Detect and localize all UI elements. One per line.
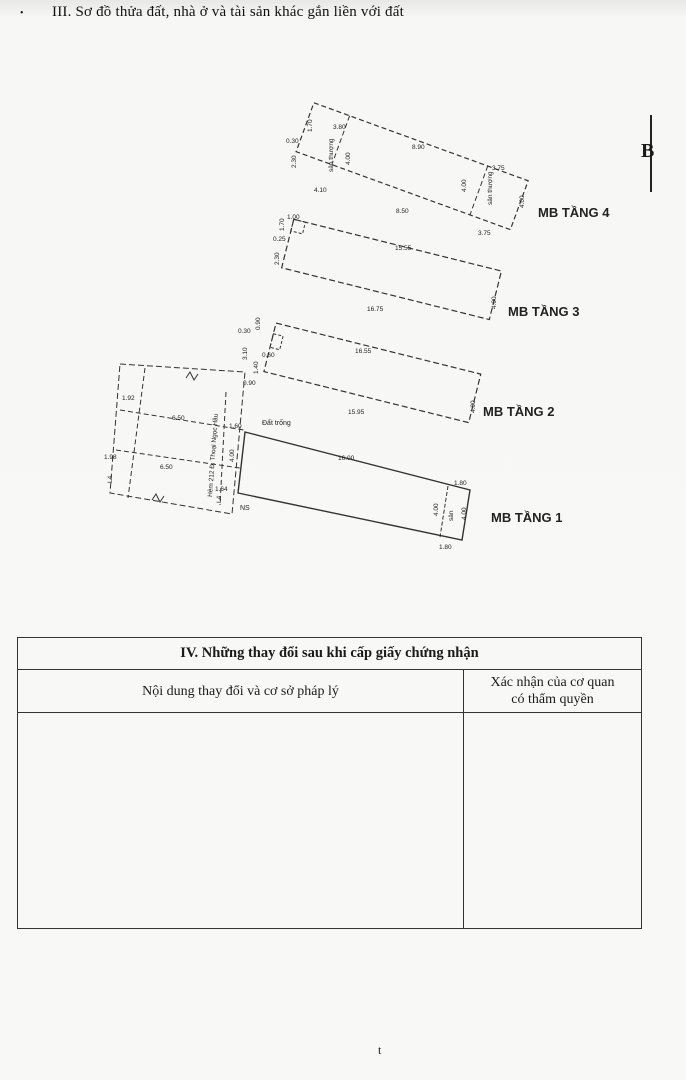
dim-text: 6.50 — [172, 415, 185, 422]
column-header-confirmation-line1: Xác nhận của cơ quan — [490, 675, 615, 690]
dim-text: 1.92 — [122, 395, 135, 402]
dim-text: 0.25 — [273, 236, 286, 243]
dim-text: 0.90 — [255, 317, 262, 330]
dim-text: 4.00 — [461, 507, 468, 520]
floor-label-2: MB TẦNG 2 — [483, 404, 555, 419]
dim-text: 16.00 — [338, 455, 355, 462]
dim-text: 1.60 — [229, 423, 242, 430]
bullet-mark: • — [20, 8, 24, 19]
north-label: B — [641, 140, 655, 162]
room-label: sân — [448, 510, 455, 521]
column-header-confirmation: Xác nhận của cơ quan có thẩm quyền — [463, 669, 642, 713]
dim-text: 15.55 — [395, 245, 412, 252]
dim-text: 4.10 — [314, 187, 327, 194]
dim-text: 6.50 — [160, 464, 173, 471]
dim-text: 1.70 — [279, 218, 286, 231]
dim-text: 1.80 — [439, 544, 452, 551]
dim-text: 1.70 — [307, 119, 314, 132]
dim-text: 4.00 — [345, 152, 352, 165]
dim-text: 2.30 — [274, 252, 281, 265]
dim-text: 1.40 — [253, 361, 260, 374]
floor-plan-drawing: 3.80 0.30 1.70 2.30 4.10 4.00 8.90 8.50 … — [104, 102, 652, 551]
confirmation-cell — [463, 712, 642, 929]
note-text: NS — [240, 505, 250, 512]
floor-label-4: MB TẦNG 4 — [538, 205, 610, 220]
dim-text: 1.00 — [287, 214, 300, 221]
dim-text: 16.75 — [367, 306, 384, 313]
dim-text: 4.00 — [519, 195, 526, 208]
dim-text: L4 — [216, 495, 223, 503]
dim-text: 3.80 — [333, 124, 346, 131]
room-label: sân thượng — [487, 171, 494, 205]
dim-text: 16.55 — [355, 348, 372, 355]
dim-text: 8.50 — [396, 208, 409, 215]
floor-4-plan — [295, 102, 529, 231]
dim-text: 3.75 — [478, 230, 491, 237]
column-header-content: Nội dung thay đổi và cơ sở pháp lý — [17, 669, 464, 713]
section-title: III. Sơ đồ thửa đất, nhà ở và tài sản kh… — [52, 4, 404, 20]
dim-text: 0.30 — [238, 328, 251, 335]
floor-label-1: MB TẦNG 1 — [491, 510, 563, 525]
dim-text: 4.00 — [229, 449, 236, 462]
street-label: Hẻm 212 Đ. Thoại Ngọc Hầu — [205, 413, 220, 497]
dim-text: 0.90 — [243, 380, 256, 387]
dim-text: 0.60 — [262, 352, 275, 359]
dim-text: 4.00 — [433, 503, 440, 516]
dim-text: 4.00 — [491, 296, 498, 309]
dim-text: 3.75 — [492, 165, 505, 172]
floor-2-plan — [263, 322, 482, 424]
column-header-confirmation-line2: có thẩm quyền — [511, 692, 594, 707]
dim-text: 1.80 — [454, 480, 467, 487]
room-label: sân thượng — [328, 138, 335, 172]
changes-table: IV. Những thay đổi sau khi cấp giấy chứn… — [17, 637, 642, 929]
dim-text: 2.30 — [291, 155, 298, 168]
content-cell — [17, 712, 464, 929]
dim-text: 1.98 — [104, 454, 117, 461]
dim-text: L4 — [107, 475, 114, 483]
dim-text: 4.00 — [461, 179, 468, 192]
dim-text: 1.64 — [215, 486, 228, 493]
dim-text: 8.90 — [412, 144, 425, 151]
footer-mark: t — [378, 1043, 382, 1057]
dim-text: 3.10 — [242, 347, 249, 360]
note-text: Đất trống — [262, 418, 291, 427]
dim-text: 4.00 — [470, 400, 477, 413]
floor-3-plan — [280, 218, 503, 321]
floor-label-3: MB TẦNG 3 — [508, 304, 580, 319]
floor-1-plan — [109, 363, 471, 541]
dim-text: 0.30 — [286, 138, 299, 145]
dim-text: 15.95 — [348, 409, 365, 416]
table-title: IV. Những thay đổi sau khi cấp giấy chứn… — [17, 637, 642, 670]
